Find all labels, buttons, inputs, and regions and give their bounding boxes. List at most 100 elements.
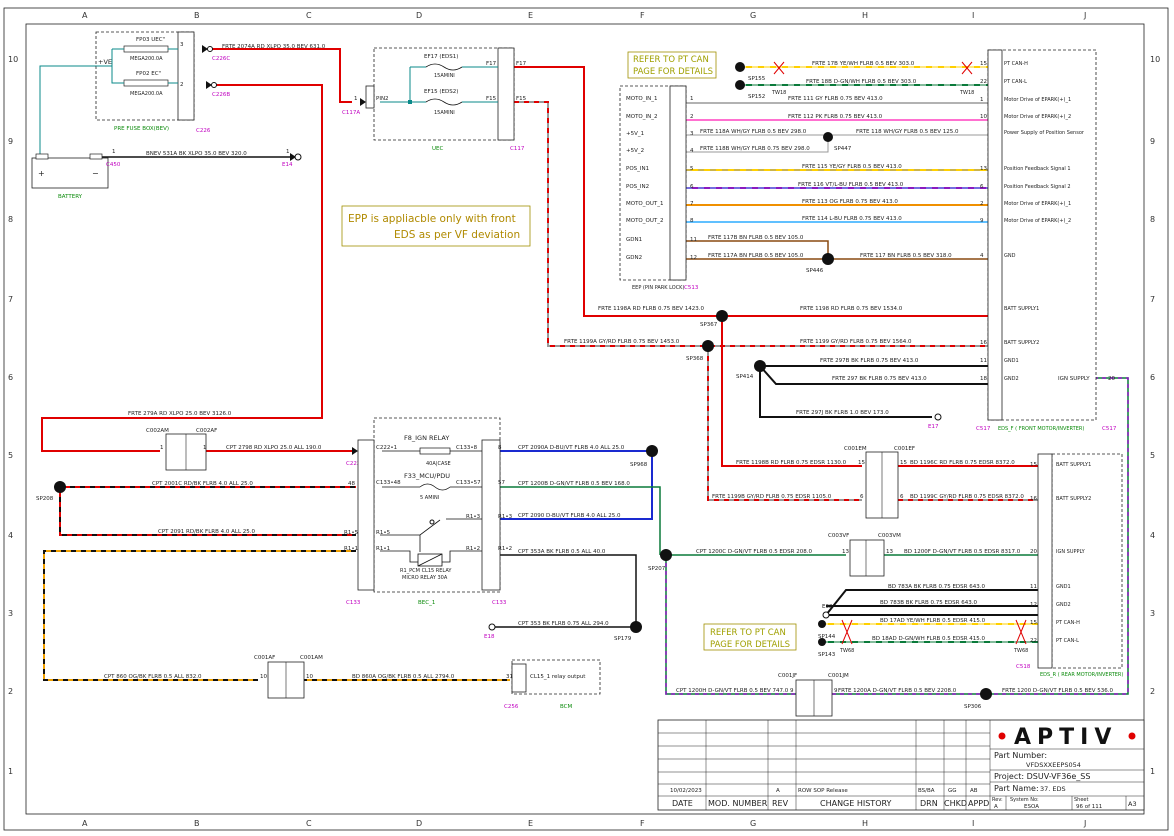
- wire-label: BD 783B BK FLRB 0.75 EDSR 643.0: [880, 600, 977, 606]
- svg-text:15: 15: [858, 460, 865, 466]
- edsf-pin-number: 4: [980, 253, 984, 259]
- svg-text:F8_IGN RELAY: F8_IGN RELAY: [404, 434, 449, 442]
- splice-sp368: [702, 340, 714, 352]
- svg-text:C001AF: C001AF: [254, 655, 275, 661]
- pre-fuse-box: +VE FP03 UEC" MEGA200.0A 3 FP02 EC" MEGA…: [95, 31, 230, 134]
- svg-text:C256: C256: [504, 704, 519, 710]
- grid-row-label: 9: [1150, 137, 1155, 146]
- wire-label: CPT 2001C RD/BK FLRB 4.0 ALL 25.0: [152, 481, 253, 487]
- svg-text:Rev:: Rev:: [992, 797, 1003, 803]
- wire-label: BNEV 531A BK XLPO 35.0 BEV 320.0: [146, 151, 247, 157]
- svg-text:EDS_R ( REAR MOTOR/INVERTER): EDS_R ( REAR MOTOR/INVERTER): [1040, 672, 1123, 678]
- svg-text:31: 31: [506, 674, 513, 680]
- svg-text:1: 1: [112, 149, 116, 155]
- svg-text:6: 6: [860, 494, 864, 500]
- edsr-pin-number: 22: [1030, 638, 1037, 644]
- wire-label: FRTE 116 VT/L-BU FLRB 0.5 BEV 413.0: [798, 182, 904, 188]
- svg-text:IGN SUPPLY: IGN SUPPLY: [1058, 376, 1090, 382]
- svg-text:5 AMINI: 5 AMINI: [420, 495, 439, 501]
- wire-label: FRTE 18B D-GN/WH FLRB 0.5 BEV 303.0: [806, 79, 917, 85]
- svg-text:C003VM: C003VM: [878, 533, 901, 539]
- grid-col-label: H: [862, 819, 868, 828]
- wire-label: CPT 1200H D-GN/VT FLRB 0.5 BEV 747.0: [676, 688, 789, 694]
- edsr-pin-name: GND2: [1056, 602, 1071, 608]
- edsf-pin-number: 6: [980, 184, 984, 190]
- svg-text:96 of 111: 96 of 111: [1076, 804, 1102, 810]
- svg-text:DATE: DATE: [672, 799, 693, 808]
- svg-text:SP367: SP367: [700, 322, 718, 328]
- svg-text:A: A: [776, 788, 780, 794]
- svg-text:R1•3: R1•3: [498, 514, 513, 520]
- splice-sp414: [754, 360, 766, 372]
- aptiv-logo-dot-right: [1128, 732, 1136, 740]
- edsr-pin-number: 11: [1030, 584, 1037, 590]
- svg-text:R1•2: R1•2: [466, 546, 480, 552]
- wire-label: BD 1199C GY/RD FLRB 0.75 EDSR 8372.0: [910, 494, 1024, 500]
- edsf-pin-number: 1: [980, 97, 984, 103]
- svg-text:SP179: SP179: [614, 636, 632, 642]
- wires: [39, 48, 1129, 695]
- svg-text:SP447: SP447: [834, 146, 852, 152]
- eep-pin-name: MOTO_IN_2: [626, 114, 658, 120]
- grid-row-label: 8: [1150, 215, 1155, 224]
- svg-text:F15: F15: [486, 96, 497, 102]
- wire-label: CPT 2798 RD XLPO 25.0 ALL 190.0: [226, 445, 322, 451]
- edsf-pin-number: 2: [980, 201, 984, 207]
- svg-text:SP207: SP207: [648, 566, 666, 572]
- eep-pin-name: POS_IN1: [626, 166, 649, 172]
- svg-text:F17: F17: [486, 61, 497, 67]
- svg-text:PIN2: PIN2: [376, 96, 389, 102]
- wire-label: CPT 1200C D-GN/VT FLRB 0.5 EDSR 208.0: [696, 549, 812, 555]
- wire-label: CPT 353 BK FLRB 0.75 ALL 294.0: [518, 621, 609, 627]
- eep-pin-name: GDN2: [626, 255, 642, 261]
- svg-text:E18: E18: [484, 634, 495, 640]
- svg-text:R1_PCM CL15 RELAY: R1_PCM CL15 RELAY: [400, 568, 452, 574]
- wire-label: CPT 860 OG/BK FLRB 0.5 ALL 832.0: [104, 674, 202, 680]
- wire-label: CPT 2090A D-BU/VT FLRB 4.0 ALL 25.0: [518, 445, 625, 451]
- edsf-pin-name: Motor Drive of EPARK(+)_2: [1004, 114, 1071, 120]
- wire-label: BD 1200F D-GN/VT FLRB 0.5 EDSR 8317.0: [904, 549, 1021, 555]
- svg-text:C133•48: C133•48: [376, 480, 401, 486]
- edsf-pin-number: 22: [980, 79, 987, 85]
- grid-row-label: 5: [8, 451, 13, 460]
- svg-text:57: 57: [498, 480, 505, 486]
- edsf-pin-name: BATT SUPPLY2: [1004, 340, 1039, 346]
- wire-label: FRTE 2074A RD XLPO 35.0 BEV 631.0: [222, 44, 326, 50]
- grid-col-label: B: [194, 819, 200, 828]
- svg-text:MOD. NUMBER: MOD. NUMBER: [708, 799, 768, 808]
- svg-text:SP368: SP368: [686, 356, 704, 362]
- svg-text:8: 8: [498, 445, 502, 451]
- wire-label: BD 17AD YE/WH FLRB 0.5 EDSR 415.0: [880, 618, 986, 624]
- ground-e18: [488, 623, 496, 631]
- svg-text:9: 9: [790, 688, 794, 694]
- svg-text:SP208: SP208: [36, 496, 54, 502]
- svg-text:GG: GG: [948, 788, 957, 794]
- wire-labels: FRTE 2074A RD XLPO 35.0 BEV 631.0 BNEV 5…: [104, 44, 1114, 694]
- svg-text:R1•3: R1•3: [466, 514, 481, 520]
- svg-text:C001AM: C001AM: [300, 655, 323, 661]
- edsr-pin-number: 15: [1030, 462, 1037, 468]
- edsf-pin-name: GND2: [1004, 376, 1019, 382]
- grid-col-label: G: [750, 11, 756, 20]
- svg-text:TW68: TW68: [1013, 648, 1028, 654]
- wire-label: FRTE 297J BK FLRB 1.0 BEV 173.0: [796, 410, 889, 416]
- eep-pin-number: 7: [690, 201, 694, 207]
- splice-sp367: [716, 310, 728, 322]
- svg-text:A: A: [994, 804, 998, 810]
- inner-frame: [25, 23, 1145, 815]
- svg-text:F33_MCU/PDU: F33_MCU/PDU: [404, 472, 450, 480]
- svg-text:R1•5: R1•5: [376, 530, 391, 536]
- grid-col-label: H: [862, 11, 868, 20]
- grid-row-label: 6: [8, 373, 13, 382]
- edsf-pin-name: PT CAN-H: [1004, 61, 1028, 67]
- wire-label: FRTE 117B BN FLRB 0.5 BEV 105.0: [708, 235, 804, 241]
- svg-text:BEC_1: BEC_1: [418, 600, 435, 606]
- eep-pin-name: POS_IN2: [626, 184, 649, 190]
- svg-text:REV: REV: [772, 799, 789, 808]
- svg-text:C133: C133: [492, 600, 507, 606]
- battery: + − BATTERY C450 E14 1 1: [31, 149, 302, 200]
- uec-box: PIN2 1 C117A EF17 (EDS1) 15AMINI EF15 (E…: [342, 47, 527, 152]
- svg-text:C001JF: C001JF: [778, 673, 797, 679]
- grid-row-label: 8: [8, 215, 13, 224]
